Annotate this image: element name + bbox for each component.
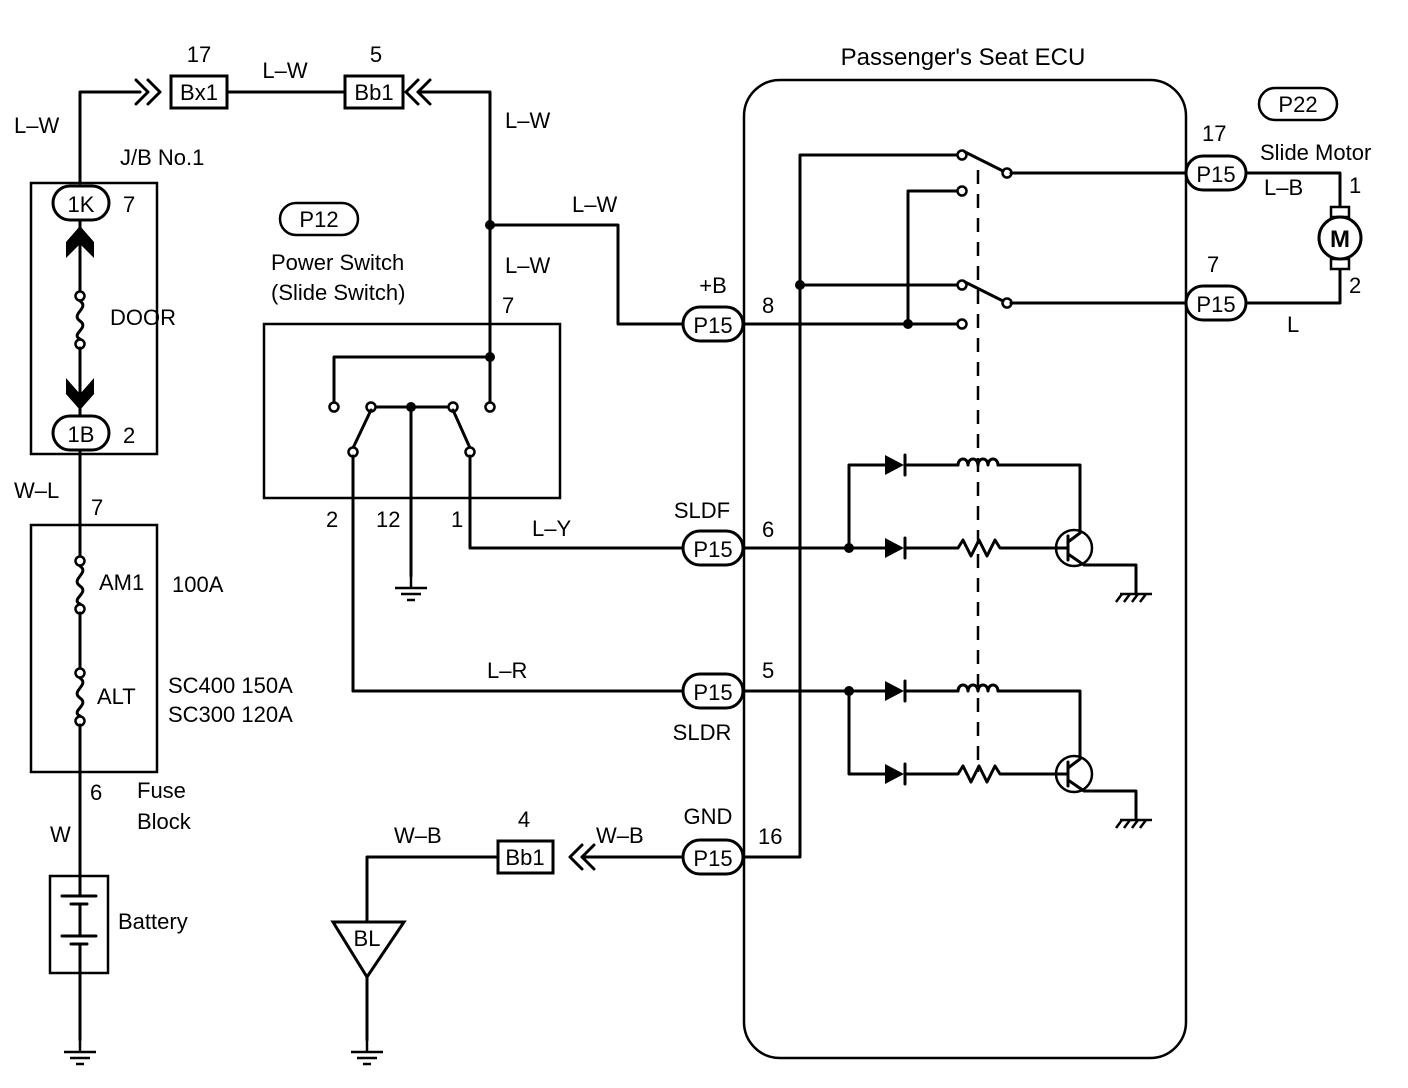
jb-connector-1k: 1K	[68, 192, 95, 217]
fuse-alt-rating-sc400: SC400 150A	[168, 673, 293, 698]
junction-block	[29, 181, 159, 456]
power-switch-code-badge	[278, 201, 360, 237]
power-switch-name-2: (Slide Switch)	[271, 280, 405, 305]
ground-bl-label: BL	[354, 926, 381, 951]
wire-label-bx1-bb1: L–W	[262, 58, 307, 83]
svg-text:P15: P15	[1196, 292, 1235, 317]
ecu-pin-b-plus: P15	[681, 305, 745, 343]
svg-text:P15: P15	[693, 846, 732, 871]
ecu-pin-sldr: P15	[681, 672, 745, 710]
svg-text:P15: P15	[693, 680, 732, 705]
ecu-pin-7: 7	[1207, 252, 1219, 277]
fuse-am1-label: AM1	[99, 570, 144, 595]
fuse-block-pin-top: 7	[91, 495, 103, 520]
ecu-pin-sldf: P15	[681, 529, 745, 567]
motor-pin-2: 2	[1349, 273, 1361, 298]
power-switch-code: P12	[299, 207, 338, 232]
ecu-pin-motor-1: P15	[1184, 154, 1248, 192]
ecu-pin-motor-2: P15	[1184, 284, 1248, 322]
ecu-terminal-sldf: SLDF	[674, 498, 730, 523]
jb-pin-bottom: 2	[123, 423, 135, 448]
ecu-internal-wiring	[738, 149, 1188, 859]
wire-label-motor-2: L	[1287, 312, 1299, 337]
wire-label-to-switch: L–W	[505, 253, 550, 278]
motor-name: Slide Motor	[1260, 140, 1371, 165]
motor-symbol: M	[1330, 226, 1350, 253]
ecu-pin-17: 17	[1202, 121, 1226, 146]
fuse-block-name-1: Fuse	[137, 778, 186, 803]
wire-label-jb-to-fuse: W–L	[14, 478, 59, 503]
ecu-terminal-b-plus: +B	[699, 273, 727, 298]
bx1-label: Bx1	[180, 80, 218, 105]
wire-label-gnd-1: W–B	[394, 823, 442, 848]
power-switch-pin-7: 7	[502, 293, 514, 318]
ecu-pin-6: 6	[762, 517, 774, 542]
wire-label-battery: W	[50, 822, 71, 847]
power-switch-name-1: Power Switch	[271, 250, 404, 275]
motor-code: P22	[1278, 92, 1317, 117]
ecu-terminal-gnd: GND	[684, 804, 733, 829]
ecu-pin-16: 16	[758, 824, 782, 849]
ground-connector-bl	[330, 839, 685, 1066]
ground-bb1-label: Bb1	[505, 845, 544, 870]
motor-code-badge	[1257, 86, 1339, 122]
battery-label: Battery	[118, 909, 188, 934]
svg-text:P15: P15	[693, 313, 732, 338]
wire-label-jb-feed: L–W	[14, 113, 59, 138]
svg-text:P15: P15	[1196, 162, 1235, 187]
wire-label-sldf: L–Y	[532, 516, 571, 541]
wire-label-gnd-2: W–B	[596, 823, 644, 848]
power-switch-pin-12: 12	[376, 507, 400, 532]
ecu-title: Passenger's Seat ECU	[841, 44, 1086, 71]
ground-bb1-pin: 4	[518, 807, 530, 832]
ecu-pin-gnd: P15	[681, 838, 745, 876]
fuse-block-name-2: Block	[137, 809, 192, 834]
bb1-pin-label: 5	[370, 42, 382, 67]
fuse-am1-rating: 100A	[172, 572, 224, 597]
jb-name: J/B No.1	[120, 145, 204, 170]
fuse-block-pin-bottom: 6	[90, 780, 102, 805]
wire-label-motor-1: L–B	[1264, 175, 1303, 200]
fuse-block	[29, 448, 159, 882]
ecu-terminal-sldr: SLDR	[673, 720, 732, 745]
ecu-pin-8: 8	[762, 293, 774, 318]
jb-connector-1b: 1B	[68, 422, 95, 447]
fuse-alt-rating-sc300: SC300 120A	[168, 702, 293, 727]
battery	[48, 874, 110, 1066]
ecu-box	[742, 78, 1188, 1060]
motor-pin-1: 1	[1349, 173, 1361, 198]
svg-text:P15: P15	[693, 537, 732, 562]
jb-pin-top: 7	[123, 192, 135, 217]
power-feed-wiring	[78, 74, 685, 405]
bx1-pin-label: 17	[187, 42, 211, 67]
wire-label-sldr: L–R	[487, 658, 527, 683]
power-switch-pin-1: 1	[451, 507, 463, 532]
jb-fuse-door-label: DOOR	[110, 305, 176, 330]
fuse-alt-label: ALT	[97, 684, 136, 709]
wire-label-bb1-drop: L–W	[505, 108, 550, 133]
slide-motor	[1244, 171, 1363, 305]
bb1-label: Bb1	[354, 80, 393, 105]
power-switch	[262, 322, 685, 693]
ecu-pin-5: 5	[762, 658, 774, 683]
power-switch-pin-2: 2	[326, 507, 338, 532]
wire-label-to-b-plus: L–W	[572, 192, 617, 217]
